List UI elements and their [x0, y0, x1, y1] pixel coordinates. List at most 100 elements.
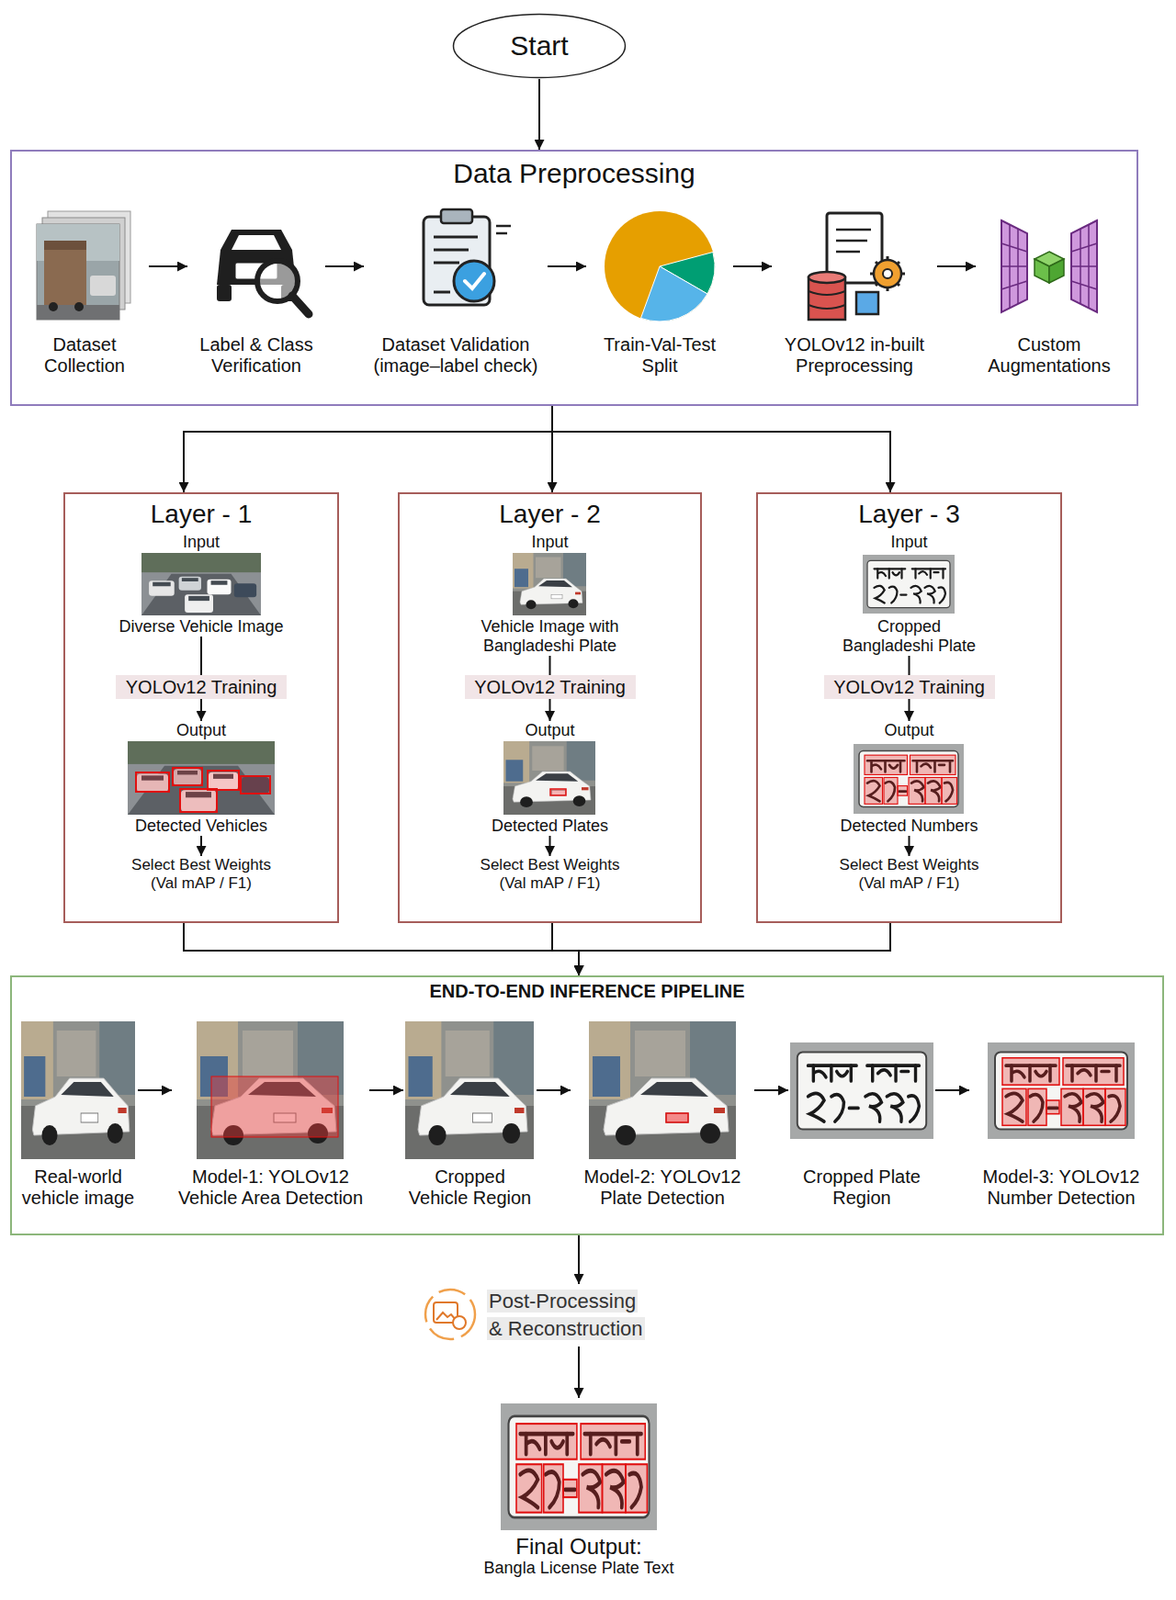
step-label: Post-Processing & Reconstruction [486, 1289, 645, 1341]
connector-arrow [536, 1089, 571, 1092]
node-label: Real-world vehicle image [18, 1166, 138, 1210]
plate-photo [987, 1042, 1135, 1140]
plate-detection [666, 1113, 689, 1123]
connector-arrow [908, 655, 911, 676]
node-label: Cropped Plate Region [788, 1166, 936, 1210]
node-label: Dataset Collection [20, 334, 149, 377]
pipeline-step: Model-2: YOLOv12 Plate Detection [570, 1010, 755, 1210]
node-label: Select Best Weights (Val mAP / F1) [118, 856, 284, 894]
node-label: Custom Augmentations [975, 334, 1123, 377]
node-caption: Cropped Bangladeshi Plate [836, 617, 984, 656]
validation-clipboard-icon [423, 209, 511, 306]
connector-arrow [754, 1089, 789, 1092]
node-label: YOLOv12 Training [115, 676, 287, 699]
pipeline-step: Cropped Vehicle Region [403, 1010, 537, 1210]
connector-arrow [578, 923, 891, 976]
preprocessing-step: Train-Val-Test Split [586, 198, 734, 377]
traffic-photo [127, 741, 275, 815]
connector-arrow [935, 1089, 970, 1092]
plate-photo [790, 1042, 934, 1140]
vehicle-detections [135, 768, 271, 813]
node-label: Output [774, 721, 1044, 740]
node-label: Data Preprocessing [11, 157, 1137, 191]
preprocessing-step: Custom Augmentations [975, 198, 1123, 377]
connector-arrow [577, 1235, 580, 1285]
connector-arrow [908, 699, 911, 722]
node-caption: Vehicle Image with Bangladeshi Plate [467, 617, 634, 656]
node-caption: Detected Plates [416, 816, 684, 837]
node-label: Start [509, 30, 568, 62]
connector-arrow [200, 699, 203, 722]
connector-arrow [733, 265, 772, 268]
connector-arrow [183, 406, 553, 493]
vehicle-photo [512, 553, 587, 616]
connector-arrow [369, 1089, 404, 1092]
node-label: Input [836, 532, 984, 552]
node-label: Select Best Weights (Val mAP / F1) [826, 856, 993, 894]
postprocess-step: Post-Processing & Reconstruction [415, 1284, 656, 1347]
connector-arrow [908, 836, 911, 857]
connector-arrow [937, 265, 976, 268]
node-label: YOLOv12 Training [464, 676, 636, 699]
text-wrap: Post-Processing & Reconstruction [486, 1288, 649, 1344]
node-label: Layer - 3 [757, 499, 1061, 530]
weights-step: Select Best Weights (Val mAP / F1) [826, 856, 993, 894]
layer-panel: Layer - 3InputCropped Bangladeshi PlateY… [756, 492, 1063, 924]
node-label: Layer - 1 [65, 499, 338, 530]
connector-arrow [148, 265, 188, 268]
connector-arrow [552, 406, 891, 493]
split-pie-chart [604, 211, 715, 322]
vehicle-photo [21, 1021, 136, 1160]
layer-panel: Layer - 2InputVehicle Image with Banglad… [397, 492, 702, 924]
node-label: Model-3: YOLOv12 Number Detection [969, 1166, 1154, 1210]
node-caption: Detected Numbers [774, 816, 1044, 837]
node-label: Output [416, 721, 684, 740]
pipeline-step: Model-1: YOLOv12 Vehicle Area Detection [171, 1010, 370, 1210]
node-label: YOLOv12 Training [824, 676, 996, 699]
vehicle-photo [588, 1021, 736, 1160]
plate-photo [853, 744, 964, 815]
label-verification-icon [216, 229, 309, 315]
input-block: InputDiverse Vehicle Image [81, 532, 321, 637]
vehicle-photo [405, 1021, 534, 1160]
connector-arrow [549, 655, 552, 676]
connector-arrow [549, 699, 552, 722]
connector-arrow [200, 836, 203, 857]
final-output: Final Output:Bangla License Plate Text [468, 1398, 690, 1579]
traffic-photo [141, 553, 261, 616]
connector-arrow [577, 1346, 580, 1399]
connector-arrow [183, 923, 579, 976]
connector-arrow [325, 265, 364, 268]
plate-detection [550, 789, 566, 796]
node-label: Model-2: YOLOv12 Plate Detection [570, 1166, 755, 1210]
vehicle-photo [196, 1021, 344, 1160]
node-label: Input [81, 532, 321, 552]
preprocessing-step: YOLOv12 in-built Preprocessing [771, 198, 938, 377]
pipeline-panel: END-TO-END INFERENCE PIPELINE Real-world … [10, 975, 1165, 1236]
node-label: YOLOv12 in-built Preprocessing [771, 334, 938, 377]
weights-step: Select Best Weights (Val mAP / F1) [118, 856, 284, 894]
connector-arrow [552, 923, 579, 976]
node-label: Cropped Vehicle Region [403, 1166, 537, 1210]
dataset-photos-icon [36, 211, 131, 320]
plate-photo [500, 1403, 657, 1531]
input-block: InputCropped Bangladeshi Plate [836, 532, 984, 656]
training-step: YOLOv12 Training [824, 675, 996, 700]
node-caption: Bangla License Plate Text [468, 1559, 690, 1579]
postprocess-icon [425, 1289, 475, 1340]
node-label: Output [81, 721, 321, 740]
pipeline-step: Real-world vehicle image [18, 1010, 138, 1210]
pipeline-step: Cropped Plate Region [788, 1010, 936, 1210]
vehicle-photo [503, 741, 596, 815]
connector-arrow [547, 265, 587, 268]
vehicle-area-detection [211, 1076, 339, 1138]
node-label: Label & Class Verification [187, 334, 326, 377]
node-label: Layer - 2 [399, 499, 701, 530]
node-label: END-TO-END INFERENCE PIPELINE [11, 980, 1163, 1003]
preprocessing-icon [808, 213, 905, 320]
pipeline-step: Model-3: YOLOv12 Number Detection [969, 1010, 1154, 1210]
